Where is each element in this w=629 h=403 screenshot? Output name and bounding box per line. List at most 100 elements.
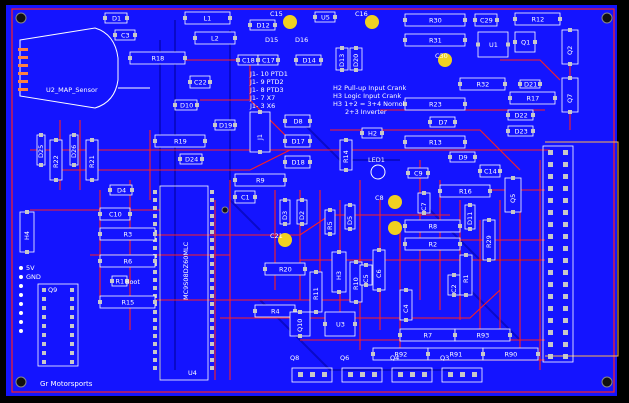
component-c1: C1	[233, 190, 257, 204]
component-r18: R18	[128, 51, 187, 65]
component-d3: D3	[279, 198, 291, 226]
component-ref-label: R16	[459, 188, 472, 196]
component-ref-label: R6	[124, 258, 133, 266]
component-r11: R11	[309, 270, 323, 314]
component-d1: D1	[103, 12, 129, 24]
component-c2: C2	[447, 273, 461, 297]
component-d10: D10	[173, 99, 199, 111]
component-ref-label: D15	[265, 36, 278, 44]
component-pad	[208, 80, 212, 84]
jumper-note-2: J1- 9 PTD2	[249, 78, 284, 86]
component-d5: D5	[344, 203, 356, 231]
component-ref-label: R30	[429, 17, 442, 25]
power-pins	[19, 266, 23, 333]
component-pad	[364, 283, 368, 287]
component-pad	[452, 273, 456, 277]
component-ref-label: C2	[450, 284, 458, 293]
component-pad	[294, 58, 298, 62]
component-ref-label: D2	[298, 211, 306, 220]
component-d26: D26	[69, 133, 79, 167]
component-pad	[371, 352, 375, 356]
component-pad	[298, 334, 302, 338]
component-c15: C15	[270, 10, 283, 18]
component-ref-label: R21	[88, 155, 96, 168]
component-c30: C30	[435, 52, 448, 60]
component-pad	[258, 150, 262, 154]
component-ref-label: R3	[124, 231, 133, 239]
component-ref-label: D13	[338, 54, 346, 67]
component-pad	[403, 224, 407, 228]
component-pad	[72, 133, 76, 137]
component-ref-label: R8	[429, 223, 438, 231]
component-r7: R7	[398, 328, 457, 342]
component-ref-label: R10	[352, 277, 360, 290]
component-ref-label: R92	[395, 351, 408, 359]
component-l1: L1	[183, 11, 232, 25]
component-ref-label: R31	[429, 37, 442, 45]
component-pad	[228, 16, 232, 20]
component-u5: U5	[313, 11, 337, 23]
component-d13: D13	[335, 46, 349, 72]
component-d4: D4	[108, 184, 134, 196]
component-ref-label: R20	[279, 266, 292, 274]
component-q3: Q3	[440, 354, 449, 362]
component-pad	[328, 208, 332, 212]
component-pad	[128, 212, 132, 216]
component-pad	[377, 248, 381, 252]
component-ref-label: C4	[402, 304, 410, 313]
component-ref-label: D12	[257, 22, 270, 30]
component-pad	[298, 310, 302, 314]
component-u1: U1	[476, 31, 510, 58]
component-pad	[364, 263, 368, 267]
component-ref-label: D19	[219, 122, 232, 130]
component-pad	[344, 138, 348, 142]
pcb-outline	[11, 8, 615, 393]
component-ref-label: R2	[429, 241, 438, 249]
component-ref-label: R13	[429, 139, 442, 147]
component-pad	[276, 58, 280, 62]
component-ref-label: C5	[362, 274, 370, 283]
component-pad	[258, 110, 262, 114]
component-pad	[354, 260, 358, 264]
component-c7: C7	[417, 191, 431, 215]
component-pad	[183, 16, 187, 20]
component-ref-label: H2	[368, 130, 377, 138]
component-pad	[508, 96, 512, 100]
component-pad	[153, 232, 157, 236]
component-d9: D9	[448, 151, 477, 163]
component-pad	[108, 188, 112, 192]
component-pad	[283, 222, 287, 226]
h-note-4: 2+3 Inverter	[345, 108, 387, 116]
component-ref-label: Q6	[340, 354, 349, 362]
component-ref-label: R9	[256, 177, 265, 185]
component-ref-label: C14	[484, 168, 497, 176]
component-h4: H4	[19, 210, 35, 254]
component-l2: L2	[193, 31, 237, 45]
component-pad	[113, 33, 117, 37]
component-ref-label: R1	[116, 278, 125, 286]
component-pad	[487, 258, 491, 262]
component-pad	[90, 178, 94, 182]
p1-edge-connector-outline	[545, 141, 619, 357]
component-pad	[506, 129, 510, 133]
component-pad	[128, 56, 132, 60]
component-ref-label: Q1	[521, 39, 530, 47]
component-body	[477, 31, 509, 58]
component-pad	[438, 189, 442, 193]
component-pad	[308, 160, 312, 164]
u4-outline	[159, 185, 209, 381]
component-pad	[103, 16, 107, 20]
component-pad	[478, 169, 482, 173]
component-pad	[518, 82, 522, 86]
component-c22: C22	[188, 75, 212, 89]
component-r31: R31	[403, 33, 467, 47]
component-ref-label: L2	[211, 35, 219, 43]
component-d16: D16	[295, 36, 308, 44]
component-ref-label: D5	[346, 216, 354, 225]
component-pad	[283, 160, 287, 164]
component-pad	[463, 18, 467, 22]
component-pad	[25, 250, 29, 254]
component-c6: C6	[372, 248, 386, 292]
component-ref-label: R4	[271, 308, 280, 316]
map-sensor-label: U2_MAP_Sensor	[46, 86, 98, 94]
